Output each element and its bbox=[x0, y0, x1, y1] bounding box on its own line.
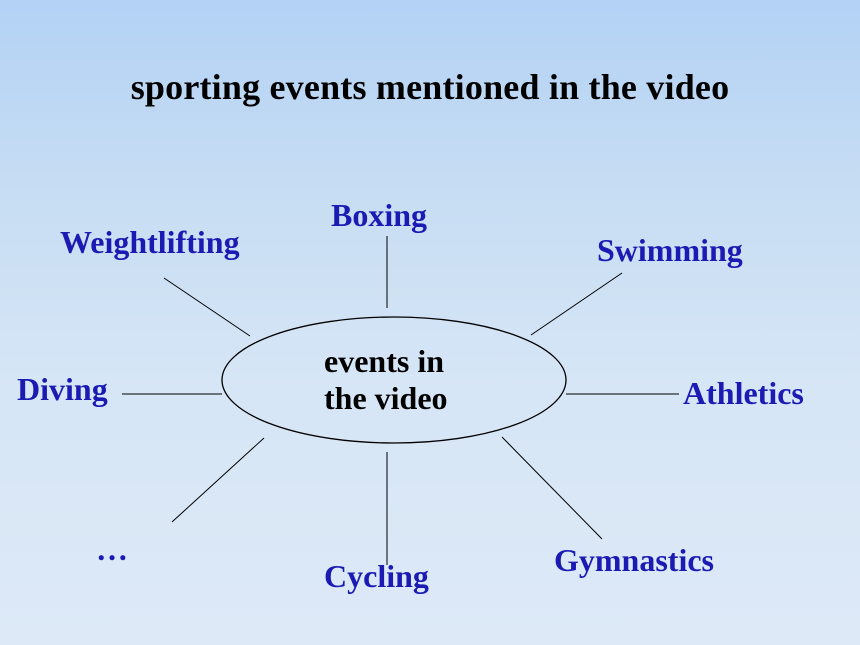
slide-title: sporting events mentioned in the video bbox=[130, 67, 730, 107]
center-label-line1: events in bbox=[324, 343, 444, 379]
event-gymnastics: Gymnastics bbox=[554, 542, 714, 578]
connector-gymnastics bbox=[501, 436, 603, 540]
event-weightlifting: Weightlifting bbox=[60, 224, 240, 260]
connector-ellipsis bbox=[171, 437, 265, 523]
event-athletics: Athletics bbox=[683, 375, 804, 411]
event-cycling: Cycling bbox=[324, 558, 429, 594]
center-ellipse bbox=[221, 316, 567, 444]
event-diving: Diving bbox=[17, 371, 108, 407]
center-label: events in the video bbox=[324, 343, 448, 417]
event-ellipsis: … bbox=[96, 531, 128, 567]
connector-swimming bbox=[530, 272, 623, 336]
connector-weightlifting bbox=[163, 277, 251, 337]
event-swimming: Swimming bbox=[597, 232, 743, 268]
center-label-line2: the video bbox=[324, 380, 448, 416]
event-boxing: Boxing bbox=[331, 197, 428, 233]
